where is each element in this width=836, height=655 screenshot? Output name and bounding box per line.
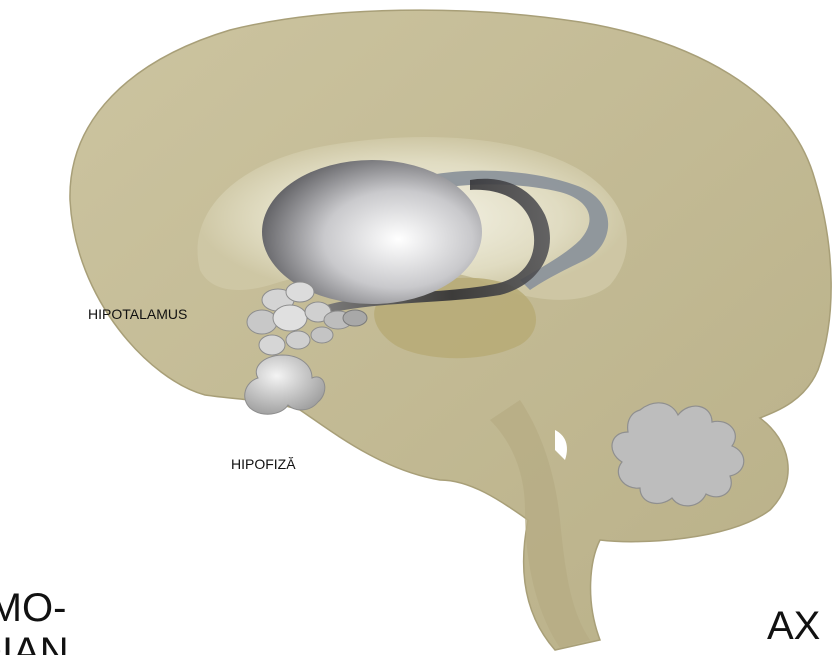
pituitary-label: HIPOFIZĂ bbox=[231, 456, 296, 472]
axis-caption-left-line1: AMO- bbox=[0, 586, 69, 630]
hypothalamus-label: HIPOTALAMUS bbox=[88, 306, 187, 322]
axis-caption-right: AX bbox=[767, 604, 820, 648]
axis-caption-left-line2: IDIAN bbox=[0, 630, 69, 655]
axis-caption-left: AMO- IDIAN bbox=[0, 586, 69, 655]
